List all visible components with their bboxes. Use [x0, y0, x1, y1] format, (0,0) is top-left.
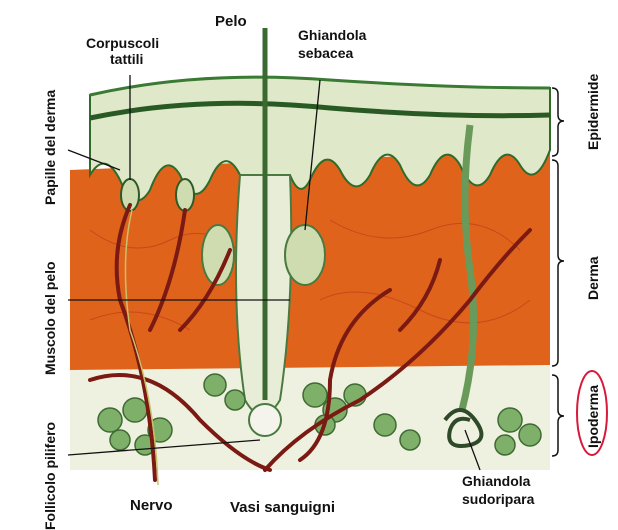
label-papille: Papille del derma	[42, 90, 58, 205]
label-corpuscoli-2: tattili	[110, 51, 143, 67]
label-ghiandola-sudoripara-2: sudoripara	[462, 491, 535, 507]
label-epidermide: Epidermide	[585, 74, 601, 150]
label-derma: Derma	[585, 256, 601, 300]
layer-braces	[552, 88, 564, 456]
label-vasi: Vasi sanguigni	[230, 499, 335, 516]
sebaceous-gland	[285, 225, 325, 285]
hair-bulb	[249, 404, 281, 436]
label-ghiandola-sebacea-2: sebacea	[298, 45, 353, 61]
label-corpuscoli: Corpuscoli	[86, 35, 159, 51]
label-ghiandola-sebacea: Ghiandola	[298, 27, 367, 43]
label-muscolo: Muscolo del pelo	[42, 261, 58, 375]
label-ipoderma: Ipoderma	[585, 385, 601, 448]
label-pelo: Pelo	[215, 13, 247, 30]
tactile-corpuscle-2	[176, 179, 194, 211]
label-ghiandola-sudoripara: Ghiandola	[462, 473, 531, 489]
label-follicolo: Follicolo pilifero	[42, 422, 58, 530]
label-nervo: Nervo	[130, 497, 173, 514]
